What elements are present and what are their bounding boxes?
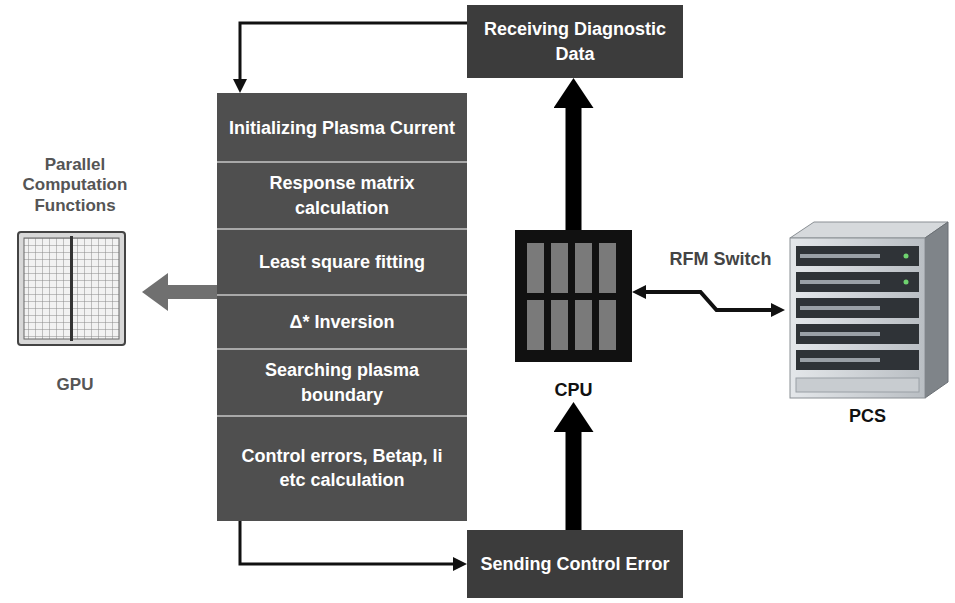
- process-box: Sending Control Error: [467, 530, 683, 598]
- node-text: GPU: [57, 375, 94, 395]
- node-text: PCS: [849, 406, 886, 428]
- node-text: Parallel Computation Functions: [8, 155, 142, 216]
- edge-label: RFM Switch: [667, 249, 775, 269]
- flow-arrow: [646, 292, 771, 310]
- node-text: Receiving Diagnostic Data: [477, 17, 673, 66]
- step-box: Searching plasma boundary: [217, 350, 467, 417]
- node-text: Δ* Inversion: [290, 310, 395, 334]
- server-icon: [790, 222, 948, 398]
- node-text: CPU: [554, 380, 592, 402]
- flow-arrow: [240, 521, 453, 564]
- gpu-chip: [18, 232, 125, 345]
- pcs-node: PCS: [785, 218, 950, 428]
- edge-label-holder: RFM Switch: [667, 249, 775, 270]
- cpu-chip: [515, 230, 632, 362]
- flow-arrow: [566, 432, 582, 530]
- step-box: Control errors, Betap, li etc calculatio…: [217, 417, 467, 521]
- node-text: Response matrix calculation: [227, 171, 457, 220]
- step-box: Initializing Plasma Current: [217, 93, 467, 163]
- step-box: Response matrix calculation: [217, 163, 467, 230]
- node-text: Least square fitting: [259, 250, 425, 274]
- step-box: Least square fitting: [217, 230, 467, 296]
- process-box: Receiving Diagnostic Data: [467, 5, 683, 78]
- gpu-node: Parallel Computation FunctionsGPU: [8, 155, 142, 395]
- flow-arrow: [240, 23, 467, 79]
- flow-arrow: [168, 285, 217, 299]
- flow-arrow: [566, 108, 582, 230]
- cpu-node: CPU: [515, 230, 632, 402]
- node-text: Initializing Plasma Current: [229, 116, 455, 140]
- node-text: Control errors, Betap, li etc calculatio…: [227, 444, 457, 493]
- node-text: Searching plasma boundary: [227, 358, 457, 407]
- node-text: Sending Control Error: [481, 552, 670, 576]
- step-box: Δ* Inversion: [217, 296, 467, 350]
